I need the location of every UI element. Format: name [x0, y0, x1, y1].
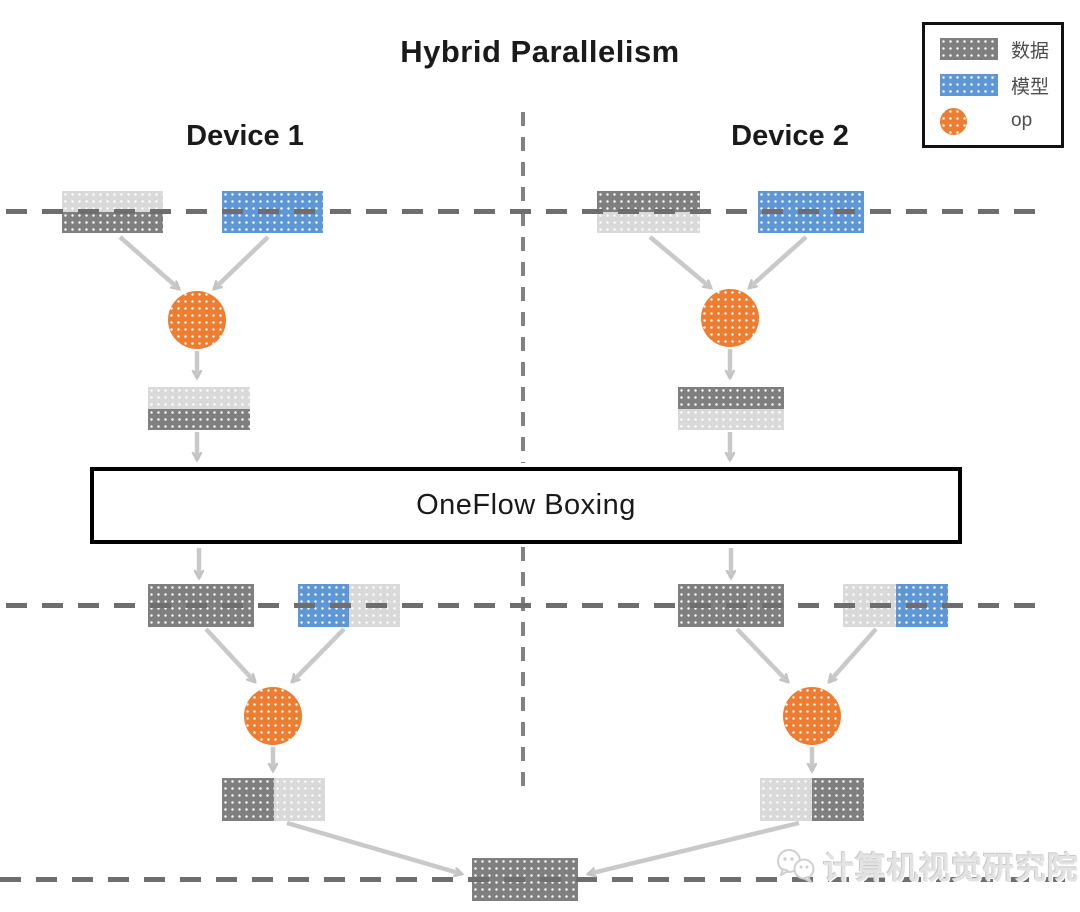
legend-item-data: 数据	[940, 36, 1061, 63]
data-shard-faded	[597, 212, 700, 233]
legend-item-op: op	[940, 107, 1061, 135]
oneflow-boxing-box: OneFlow Boxing	[90, 467, 962, 544]
op-swatch	[940, 107, 967, 135]
device2-op1-circle	[701, 289, 759, 347]
legend-label-model: 模型	[1011, 76, 1050, 98]
device1-stage1-result-block	[148, 387, 250, 430]
result-shard-local	[222, 778, 274, 821]
device2-label: Device 2	[731, 120, 849, 152]
data-swatch	[940, 38, 998, 60]
device2-op2-circle	[783, 687, 841, 745]
legend-box: 数据 模型 op	[922, 22, 1064, 148]
result-shard-local	[812, 778, 864, 821]
wechat-logo-icon	[777, 848, 815, 883]
page-title: Hybrid Parallelism	[400, 34, 680, 69]
legend-label-op: op	[1011, 110, 1033, 131]
data-shard-local	[62, 212, 163, 233]
result-shard-faded	[273, 778, 325, 821]
data-shard-faded	[678, 408, 784, 430]
model-swatch	[940, 74, 998, 96]
stage2-boundary-dashed-line	[6, 603, 1044, 608]
stage3-boundary-dashed-line	[0, 877, 1080, 882]
watermark: 计算机视觉研究院	[775, 843, 1079, 888]
data-shard-local	[597, 191, 700, 212]
device-divider-dashed-line-upper	[521, 112, 525, 463]
device-divider-dashed-line-lower	[521, 547, 525, 790]
device1-input-data-block	[62, 191, 163, 233]
stage1-boundary-dashed-line	[6, 209, 1044, 214]
data-shard-faded	[148, 387, 250, 409]
result-shard-faded	[760, 778, 812, 821]
legend-label-data: 数据	[1011, 40, 1050, 62]
device1-label: Device 1	[186, 120, 304, 152]
device1-stage2-result-block	[222, 778, 325, 821]
data-shard-local	[148, 408, 250, 430]
device2-stage1-result-block	[678, 387, 784, 430]
device1-op2-circle	[244, 687, 302, 745]
legend-item-model: 模型	[940, 72, 1061, 99]
data-shard-local	[678, 387, 784, 409]
device2-stage2-result-block	[760, 778, 864, 821]
device1-op1-circle	[168, 291, 226, 349]
watermark-text: 计算机视觉研究院	[823, 851, 1079, 886]
oneflow-boxing-label: OneFlow Boxing	[416, 489, 636, 521]
device2-input-data-block	[597, 191, 700, 233]
data-shard-faded	[62, 191, 163, 212]
